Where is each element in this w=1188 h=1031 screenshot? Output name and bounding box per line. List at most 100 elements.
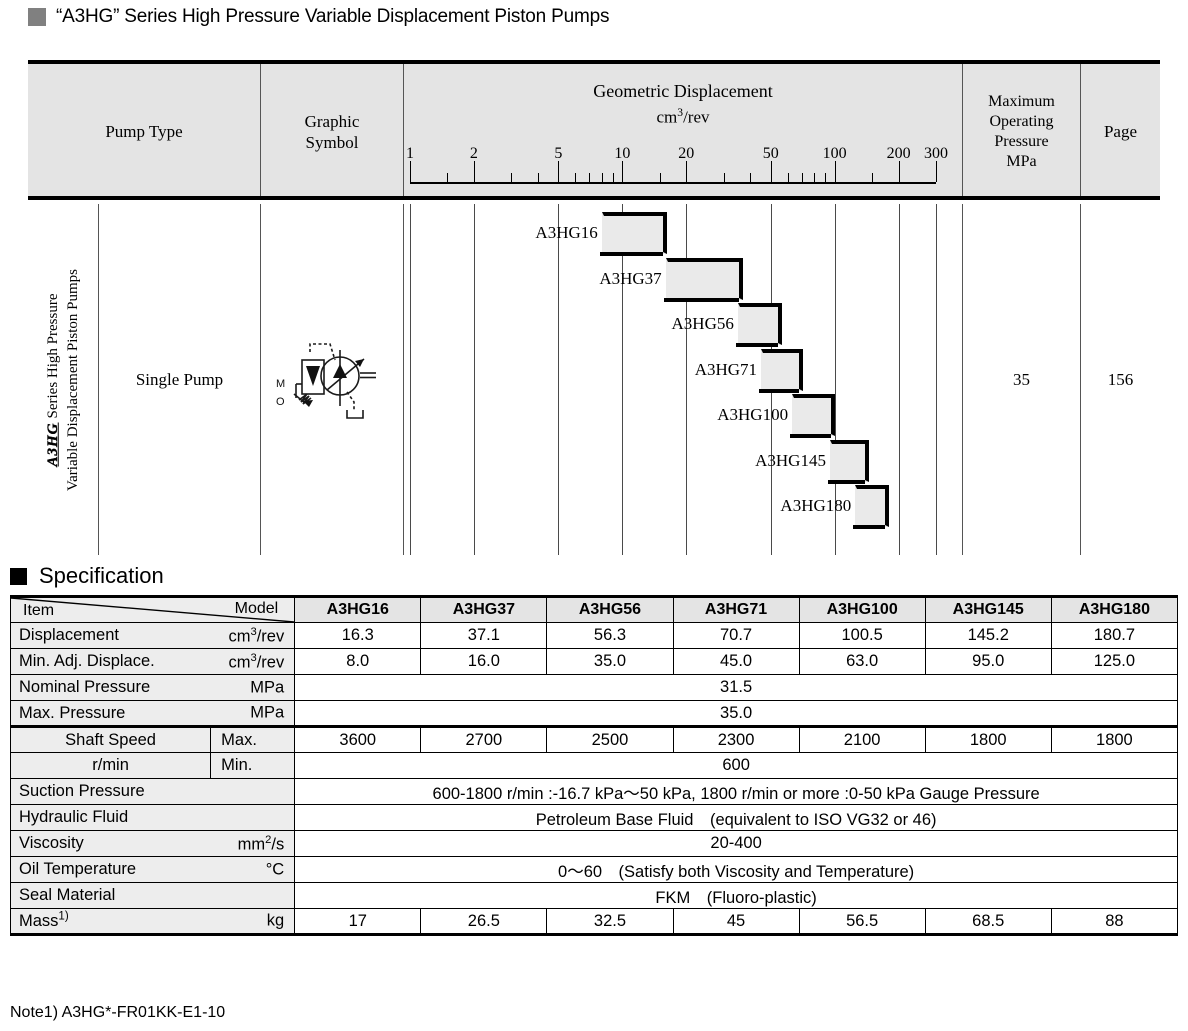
spec-value-cell: 32.5 bbox=[546, 908, 674, 936]
chart-gridline bbox=[936, 204, 937, 555]
header-page: Page bbox=[1103, 122, 1138, 142]
axis-tick-major bbox=[473, 161, 475, 182]
chart-bar-label: A3HG100 bbox=[717, 405, 789, 424]
axis-tick-major bbox=[936, 161, 937, 182]
spec-value-cell: 1800 bbox=[1050, 725, 1179, 753]
chart-bar-label: A3HG37 bbox=[599, 268, 662, 288]
chart-gridline bbox=[558, 204, 560, 555]
spec-value-cell: 35.0 bbox=[546, 648, 674, 675]
spec-model-header: A3HG145 bbox=[924, 595, 1052, 623]
graphic-symbol-cell: M O bbox=[261, 204, 403, 555]
axis-baseline bbox=[410, 182, 936, 184]
axis-tick-minor bbox=[750, 173, 752, 182]
spec-model-header: A3HG37 bbox=[420, 595, 548, 623]
chart-bar bbox=[759, 348, 803, 393]
spec-merged-value-cell: 31.5 bbox=[294, 674, 1178, 701]
header-graphic-symbol-line1: Graphic bbox=[304, 111, 360, 131]
header-geometric-displacement: Geometric Displacement cm3/rev bbox=[404, 74, 962, 134]
chart-bar-label: A3HG71 bbox=[694, 359, 758, 379]
port-label-o: O bbox=[276, 396, 285, 408]
spec-value-cell: 2300 bbox=[672, 725, 800, 753]
axis-tick-minor bbox=[872, 173, 874, 182]
spec-value-cell: 45.0 bbox=[672, 648, 800, 675]
spec-value-cell: 26.5 bbox=[420, 908, 548, 936]
a3hg-logo: A3HG bbox=[44, 421, 61, 466]
spec-value-cell: 2500 bbox=[546, 725, 674, 753]
header-maxop-line4: MPa bbox=[1006, 153, 1037, 170]
spec-value-cell: 145.2 bbox=[924, 622, 1052, 649]
spec-value-cell: 56.3 bbox=[546, 622, 674, 649]
chart-gridline bbox=[410, 204, 411, 555]
spec-value-cell: 37.1 bbox=[420, 622, 548, 649]
spec-value-cell: 68.5 bbox=[924, 908, 1052, 936]
spec-merged-value-cell: 0～60 (Satisfy both Viscosity and Tempera… bbox=[294, 856, 1178, 883]
chart-gridline bbox=[898, 204, 900, 555]
chart-bar bbox=[790, 394, 836, 438]
spec-value-cell: 180.7 bbox=[1050, 622, 1179, 649]
spec-value-cell: 1800 bbox=[924, 725, 1052, 753]
header-maxop-line2: Operating bbox=[989, 113, 1054, 130]
spec-value-cell: 70.7 bbox=[672, 622, 800, 649]
spec-value-cell: 2700 bbox=[420, 725, 548, 753]
chart-bar-label: A3HG16 bbox=[535, 223, 598, 242]
axis-tick-major bbox=[834, 161, 836, 182]
series-side-label: A3HGSeries High Pressure Variable Displa… bbox=[28, 204, 98, 555]
chart-gridline bbox=[473, 204, 475, 555]
port-label-m: M bbox=[276, 378, 285, 390]
axis-tick-minor bbox=[601, 173, 603, 182]
spec-merged-value-cell: Petroleum Base Fluid (equivalent to ISO … bbox=[294, 804, 1178, 831]
axis-tick-minor bbox=[723, 173, 725, 182]
overview-header-row: Pump Type Graphic Symbol Geometric Displ… bbox=[28, 64, 1160, 200]
chart-bar-label: A3HG145 bbox=[755, 450, 826, 470]
axis-tick-label: 1 bbox=[406, 145, 414, 162]
header-maxop-line3: Pressure bbox=[994, 133, 1049, 150]
axis-tick-minor bbox=[801, 173, 803, 182]
chart-bar bbox=[853, 485, 890, 529]
axis-tick-minor bbox=[787, 173, 789, 182]
axis-tick-label: 2 bbox=[469, 145, 478, 162]
spec-merged-value-cell: FKM (Fluoro-plastic) bbox=[294, 882, 1178, 909]
spec-merged-value-cell: 600-1800 r/min :-16.7 kPa～50 kPa, 1800 r… bbox=[294, 778, 1178, 805]
spec-row-label: Seal Material bbox=[9, 882, 296, 909]
chart-bar-label: A3HG180 bbox=[780, 496, 852, 515]
spec-model-header: A3HG100 bbox=[798, 595, 926, 623]
pump-type-value: Single Pump bbox=[135, 369, 224, 389]
spec-model-header: A3HG71 bbox=[672, 595, 800, 623]
spec-model-header: A3HG16 bbox=[294, 595, 422, 623]
header-geo-title: Geometric Displacement bbox=[593, 81, 773, 102]
overview-table: Pump Type Graphic Symbol Geometric Displ… bbox=[28, 60, 1160, 555]
axis-tick-major bbox=[898, 161, 900, 182]
axis-tick-minor bbox=[575, 173, 577, 182]
axis-tick-label: 5 bbox=[554, 145, 563, 162]
spec-square-icon bbox=[10, 567, 27, 585]
spec-row-label: Mass1)kg bbox=[9, 908, 296, 936]
spec-row-label: Min. Adj. Displace.cm3/rev bbox=[9, 648, 296, 675]
spec-value-cell: 3600 bbox=[294, 725, 422, 753]
spec-value-cell: 16.3 bbox=[294, 622, 422, 649]
chart-bar bbox=[827, 439, 870, 484]
chart-gridline bbox=[686, 204, 688, 555]
spec-row-label: Hydraulic Fluid bbox=[9, 804, 296, 831]
axis-tick-minor bbox=[511, 173, 513, 182]
spec-row-sublabel: Max. bbox=[210, 725, 296, 753]
axis-tick-minor bbox=[447, 173, 449, 182]
corner-model-label: Model bbox=[234, 600, 279, 617]
axis-tick-major bbox=[410, 161, 411, 182]
axis-tick-label: 200 bbox=[886, 145, 911, 162]
spec-value-cell: 45 bbox=[672, 908, 800, 936]
side-label-line1: Series High Pressure bbox=[44, 293, 61, 418]
axis-tick-minor bbox=[537, 173, 539, 182]
